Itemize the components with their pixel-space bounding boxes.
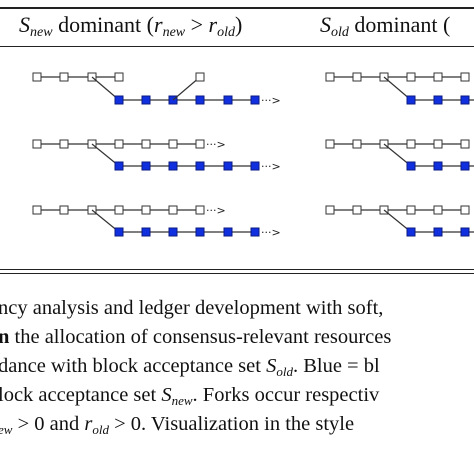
block-blue: [114, 227, 124, 237]
caption-line-4: lock acceptance set Snew. Forks occur re…: [0, 385, 380, 407]
block-white: [325, 72, 335, 82]
block-white: [325, 205, 335, 215]
block-white: [460, 205, 470, 215]
block-white: [114, 205, 124, 215]
block-white: [406, 205, 416, 215]
block-white: [168, 205, 178, 215]
block-white: [352, 139, 362, 149]
caption-line-1: ncy analysis and ledger development with…: [0, 298, 384, 319]
block-white: [168, 139, 178, 149]
table-top-rule: [0, 7, 474, 9]
block-white: [195, 72, 205, 82]
table-bottom-rule-2: [0, 273, 474, 274]
block-blue: [460, 227, 470, 237]
block-blue: [433, 227, 443, 237]
block-blue: [433, 161, 443, 171]
chain-continues-arrow: ···>: [261, 160, 281, 173]
block-blue: [114, 161, 124, 171]
block-white: [59, 72, 69, 82]
chain-continues-arrow: ···>: [261, 226, 281, 239]
block-blue: [406, 161, 416, 171]
block-white: [325, 139, 335, 149]
block-blue: [114, 95, 124, 105]
block-blue: [460, 161, 470, 171]
chain-continues-arrow: ···>: [206, 138, 226, 151]
block-white: [32, 139, 42, 149]
block-white: [59, 205, 69, 215]
block-white: [59, 139, 69, 149]
block-blue: [406, 227, 416, 237]
header-sold-dominant: Sold dominant (: [320, 12, 451, 40]
block-white: [32, 205, 42, 215]
chain-continues-arrow: ···>: [261, 94, 281, 107]
block-white: [352, 72, 362, 82]
block-blue: [141, 95, 151, 105]
block-white: [433, 139, 443, 149]
block-blue: [250, 95, 260, 105]
block-blue: [223, 95, 233, 105]
block-white: [352, 205, 362, 215]
caption-line-5: ew > 0 and rold > 0. Visualization in th…: [0, 414, 355, 436]
block-blue: [168, 161, 178, 171]
block-blue: [223, 227, 233, 237]
chain-continues-arrow: ···>: [206, 204, 226, 217]
block-blue: [141, 161, 151, 171]
block-white: [195, 205, 205, 215]
block-blue: [250, 227, 260, 237]
block-blue: [141, 227, 151, 237]
block-blue: [433, 95, 443, 105]
block-white: [114, 72, 124, 82]
block-white: [141, 205, 151, 215]
block-white: [433, 72, 443, 82]
block-white: [433, 205, 443, 215]
caption-line-2: n the allocation of consensus-relevant r…: [0, 327, 392, 348]
caption-line-3: dance with block acceptance set Sold. Bl…: [0, 356, 380, 378]
block-white: [406, 72, 416, 82]
block-white: [114, 139, 124, 149]
block-blue: [406, 95, 416, 105]
table-header-rule: [0, 46, 474, 47]
block-white: [406, 139, 416, 149]
table-bottom-rule-1: [0, 269, 474, 270]
block-white: [460, 139, 470, 149]
block-white: [32, 72, 42, 82]
block-blue: [223, 161, 233, 171]
block-white: [141, 139, 151, 149]
block-blue: [195, 227, 205, 237]
block-blue: [250, 161, 260, 171]
header-snew-dominant: Snew dominant (rnew > rold): [19, 12, 243, 40]
block-blue: [168, 227, 178, 237]
block-blue: [195, 161, 205, 171]
block-blue: [460, 95, 470, 105]
block-blue: [195, 95, 205, 105]
block-white: [460, 72, 470, 82]
block-white: [195, 139, 205, 149]
